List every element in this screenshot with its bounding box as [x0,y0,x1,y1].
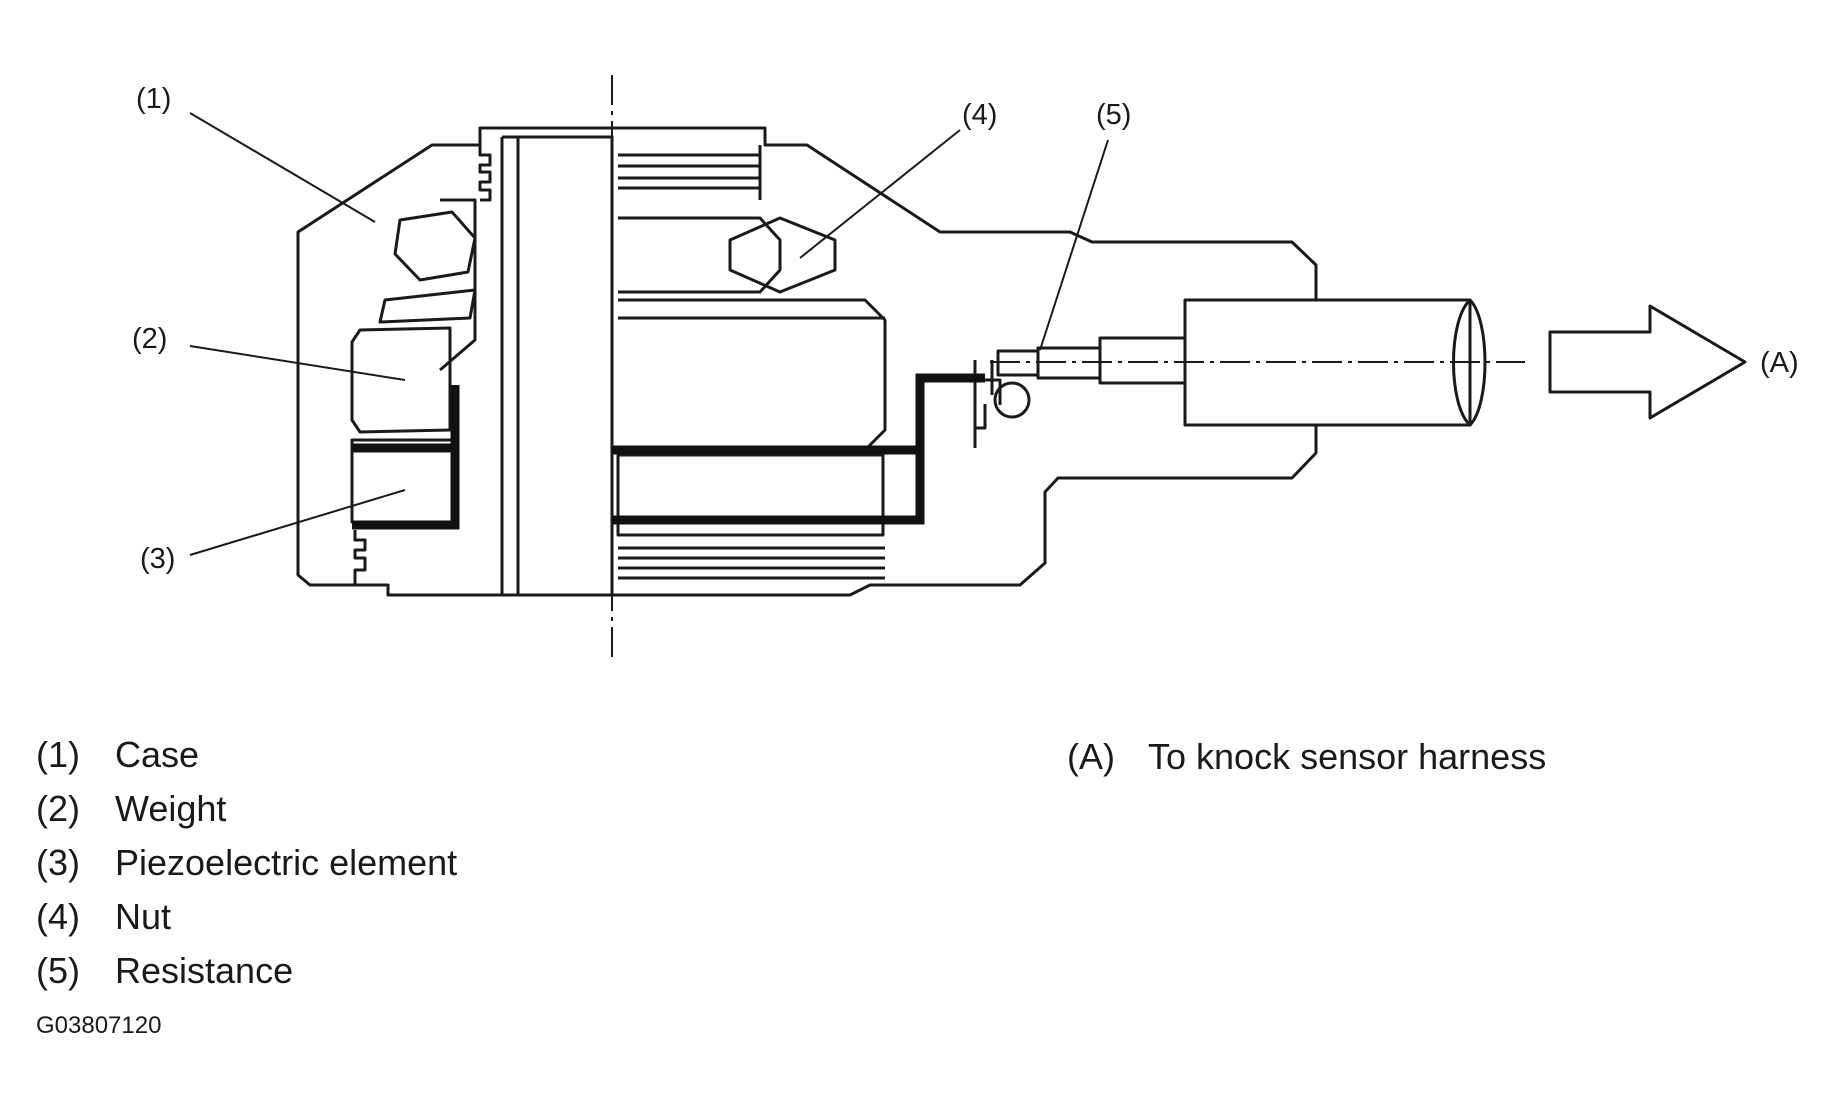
legend-item: (2) Weight [36,782,457,836]
legend-item-label: Piezoelectric element [115,842,458,883]
legend-item: (A) To knock sensor harness [1067,730,1546,784]
callout-3: (3) [140,543,175,575]
leader-lines [189,112,1109,556]
center-bolt [516,135,614,597]
legend-item-number: (5) [36,950,80,991]
left-nut-icon [393,210,477,282]
callout-1: (1) [136,83,171,115]
legend-item-number: (A) [1067,736,1115,777]
legend-extra: (A) To knock sensor harness [1067,730,1546,784]
right-piezo-element [616,453,885,537]
case-lower-thread [353,530,367,585]
legend-item-number: (1) [36,734,80,775]
legend-item-number: (4) [36,896,80,937]
legend-item-label: Case [115,734,200,775]
legend-item-label: To knock sensor harness [1148,736,1547,777]
wire-right [612,373,985,525]
legend-item-number: (3) [36,842,80,883]
right-nut-icon [618,216,782,294]
legend-list: (1) Case (2) Weight (3) Piezoelectric el… [36,728,457,998]
wire-left [352,385,460,530]
callout-a: (A) [1760,347,1799,379]
left-weight [350,326,452,434]
legend-item-label: Resistance [115,950,294,991]
callout-4: (4) [962,99,997,131]
output-arrow-icon [1548,304,1747,420]
legend-item: (4) Nut [36,890,457,944]
figure-id: G03807120 [36,1012,162,1039]
callout-2: (2) [132,323,167,355]
legend-item-label: Weight [115,788,227,829]
legend-item-label: Nut [115,896,172,937]
legend-item: (1) Case [36,728,457,782]
cable-end-icon [1452,298,1487,427]
legend-item: (3) Piezoelectric element [36,836,457,890]
callout-5: (5) [1096,99,1131,131]
right-weight [618,298,887,452]
legend-item-number: (2) [36,788,80,829]
legend-item: (5) Resistance [36,944,457,998]
right-threads [618,145,885,580]
case-left-thread [478,145,492,202]
resistance-terminal [973,360,1031,448]
